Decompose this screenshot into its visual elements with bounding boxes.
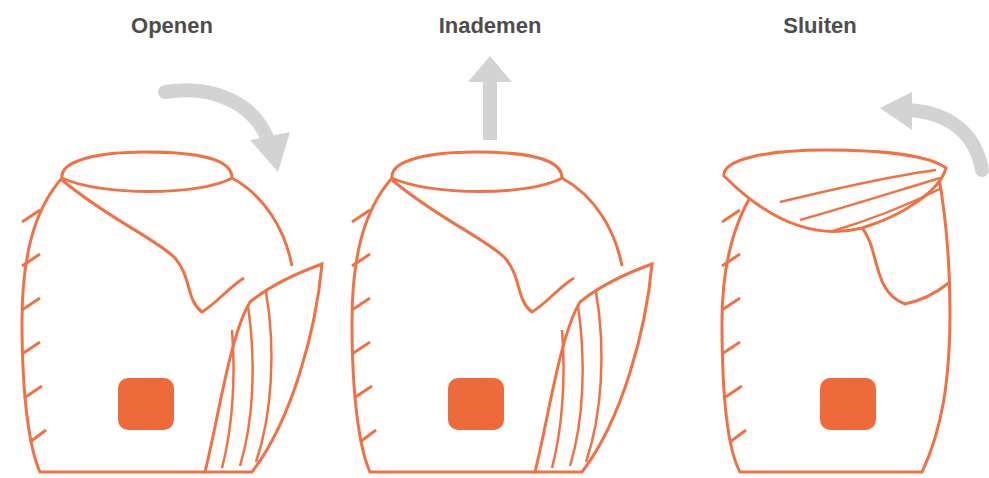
step-label: Openen (131, 13, 213, 39)
step-label: Sluiten (783, 13, 856, 39)
step-label: Inademen (439, 13, 542, 39)
